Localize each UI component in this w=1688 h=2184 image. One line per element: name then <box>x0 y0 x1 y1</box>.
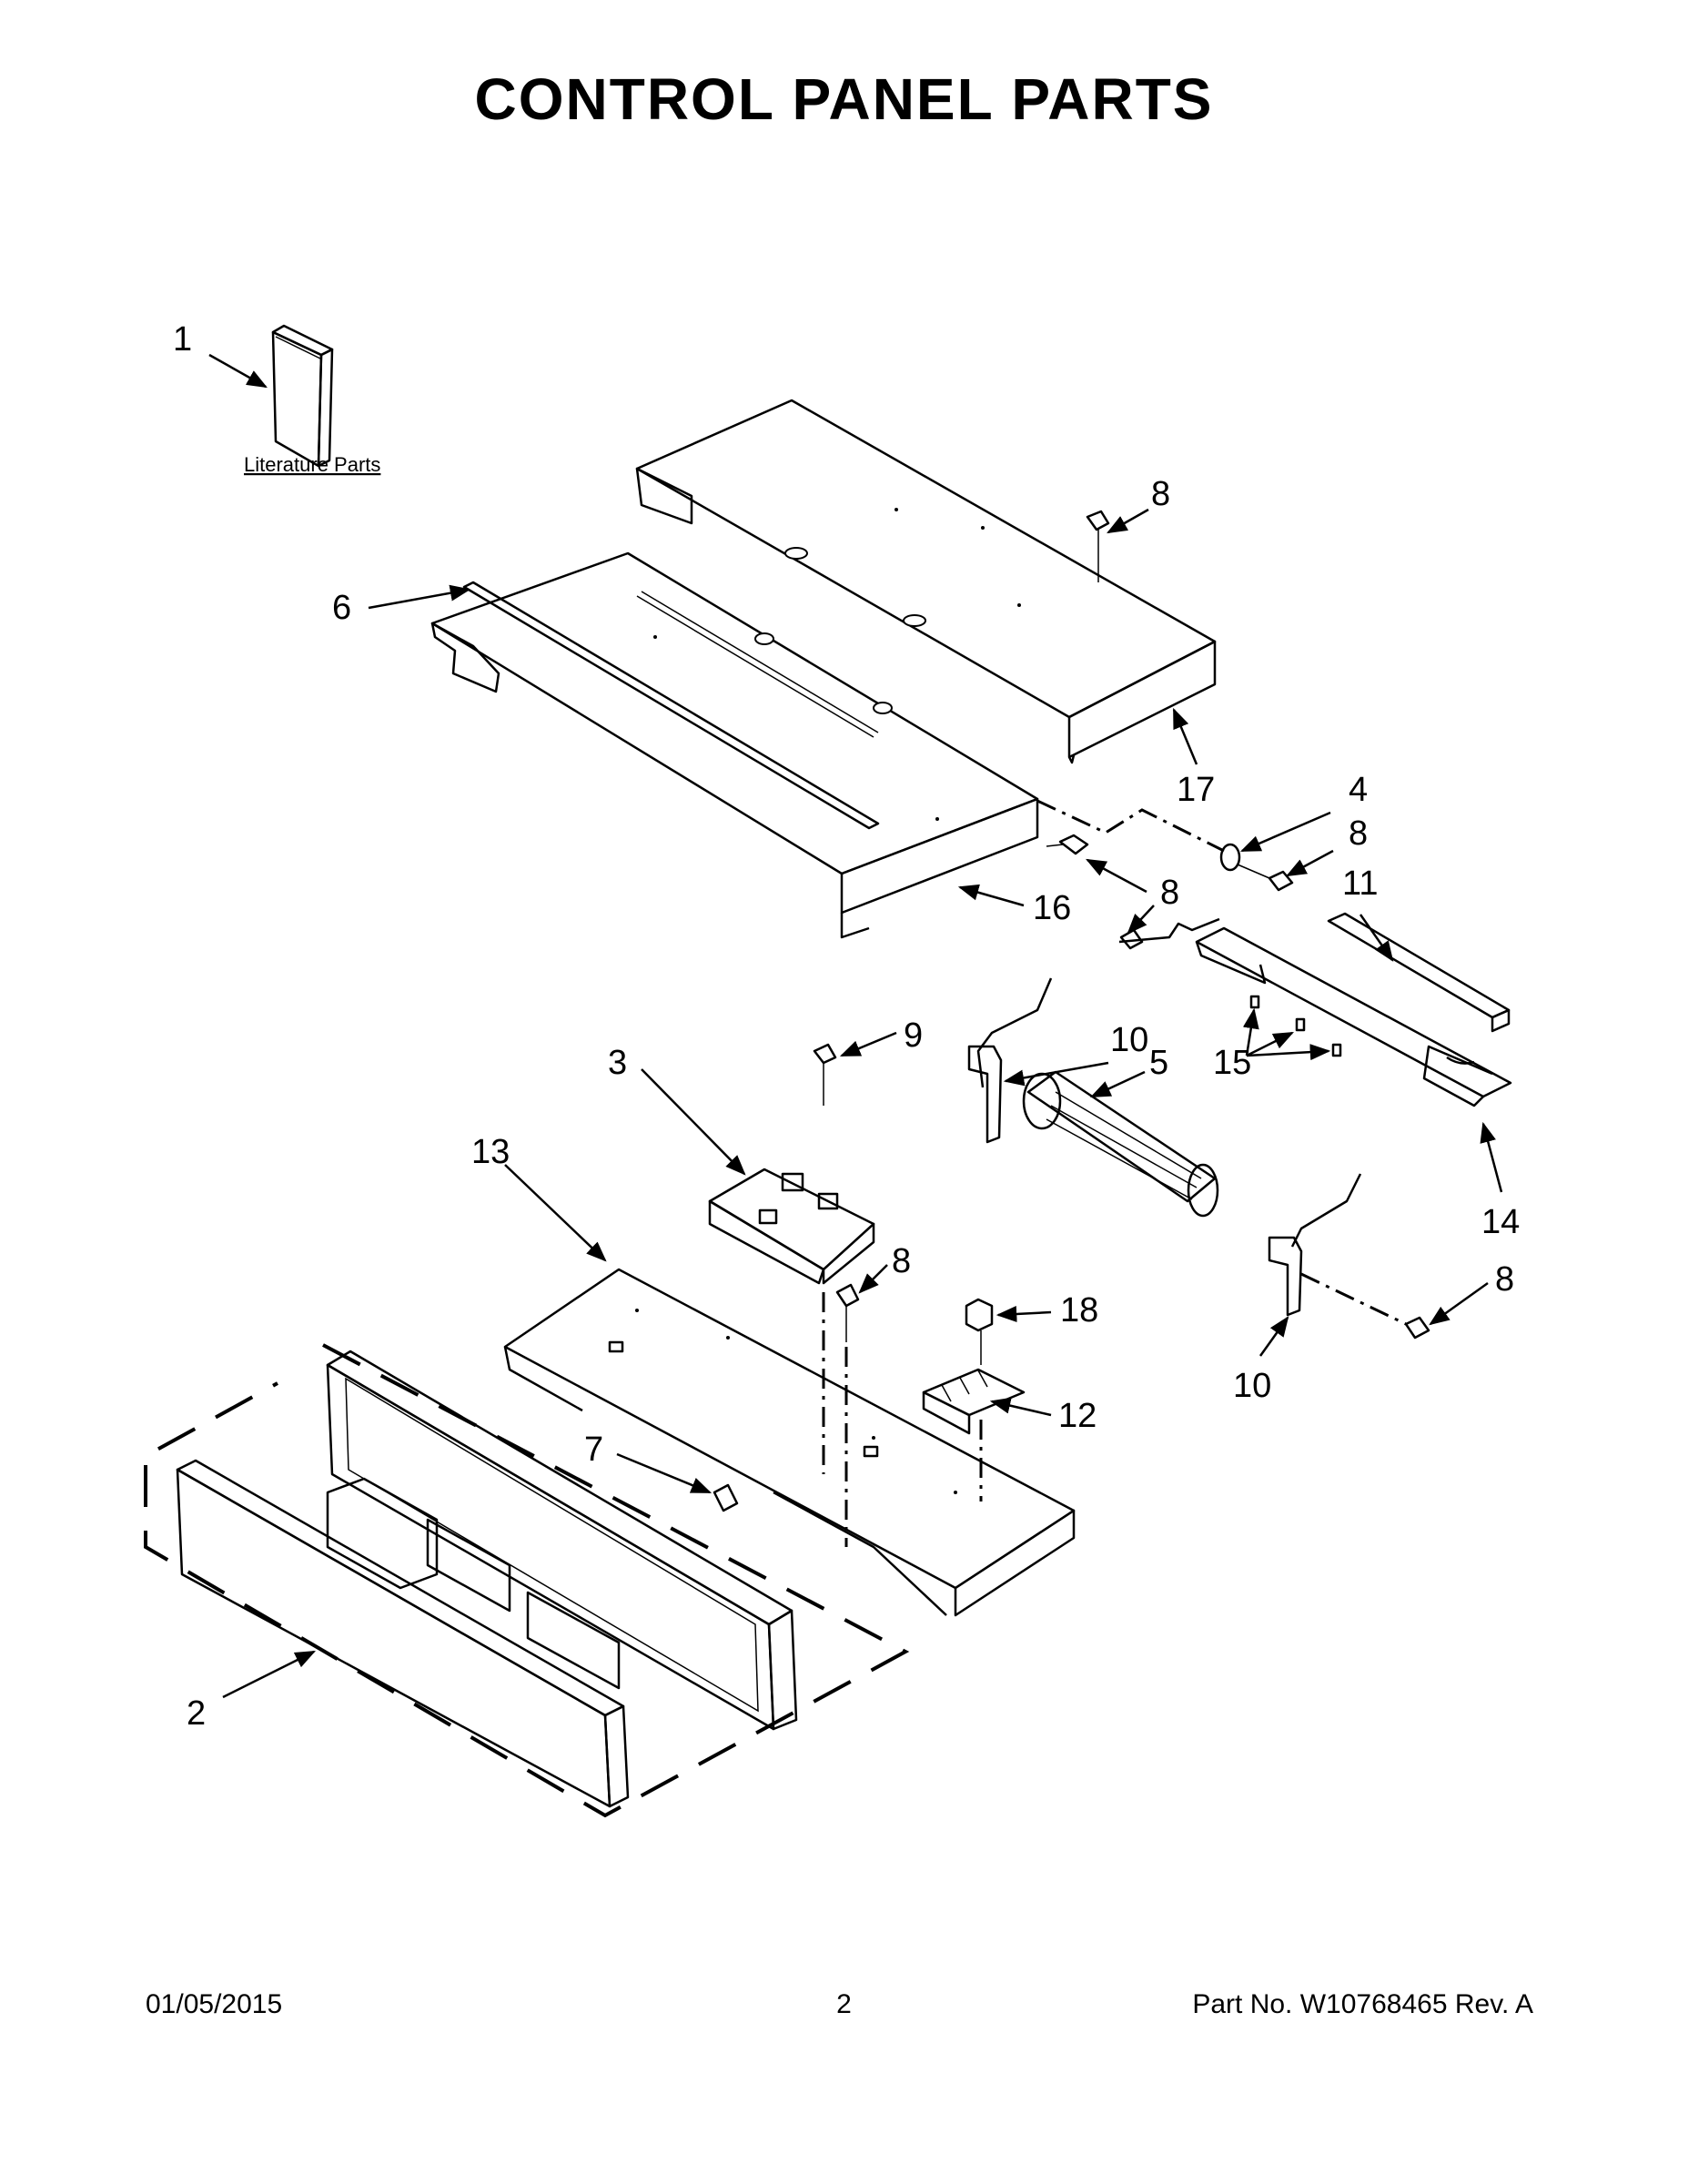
part-6-trim-strip <box>462 581 880 830</box>
callout-2: 2 <box>187 1694 206 1733</box>
callout-17: 17 <box>1177 771 1215 809</box>
callout-11: 11 <box>1342 864 1378 903</box>
part-7-clip <box>713 1483 739 1512</box>
callout-18: 18 <box>1060 1291 1098 1330</box>
callout-8-tray: 8 <box>1160 874 1179 912</box>
callout-10-upper: 10 <box>1110 1021 1148 1059</box>
callout-16: 16 <box>1033 889 1071 927</box>
callout-8-board: 8 <box>892 1242 911 1280</box>
callout-8-bracket: 8 <box>1495 1260 1514 1299</box>
part-16-control-tray <box>430 551 1039 939</box>
screw-8f <box>1404 1316 1430 1340</box>
part-13-control-plate <box>503 1268 1076 1617</box>
nut-18 <box>965 1298 994 1332</box>
callout-13: 13 <box>471 1133 510 1171</box>
footer-part-number: Part No. W10768465 Rev. A <box>1192 1989 1533 2019</box>
callout-4: 4 <box>1349 771 1368 809</box>
part-frame <box>326 1350 798 1731</box>
callout-14: 14 <box>1481 1203 1520 1241</box>
screw-8b <box>1046 834 1089 855</box>
screw-8d <box>1119 928 1144 950</box>
literature-booklet <box>271 324 334 468</box>
screw-8c <box>1268 870 1294 892</box>
callout-1: 1 <box>173 320 192 359</box>
part-17-rear-cover <box>635 399 1217 764</box>
part-keypad <box>326 1477 621 1690</box>
callout-5: 5 <box>1149 1044 1168 1082</box>
leader-lines <box>208 353 1503 1699</box>
footer-page-number: 2 <box>836 1989 852 2019</box>
callout-15: 15 <box>1213 1044 1251 1082</box>
footer-date: 01/05/2015 <box>146 1989 283 2019</box>
part-2-glass-panel <box>176 1459 630 1808</box>
literature-parts-label: Literature Parts <box>244 453 380 476</box>
part-11-strip <box>1327 912 1511 1033</box>
washer-4 <box>1219 843 1241 872</box>
part-10-bracket-upper <box>967 977 1053 1144</box>
part-12-terminal-block <box>922 1368 1026 1435</box>
callout-8-top: 8 <box>1151 475 1170 513</box>
callout-10-lower: 10 <box>1233 1367 1271 1405</box>
part-14-bracket <box>1195 926 1512 1107</box>
callout-9: 9 <box>904 1016 923 1055</box>
part-10-bracket-lower <box>1268 1173 1362 1317</box>
callout-12: 12 <box>1058 1397 1097 1435</box>
callout-6: 6 <box>332 589 351 627</box>
page-title: CONTROL PANEL PARTS <box>474 66 1214 132</box>
callout-8-washer: 8 <box>1349 814 1368 853</box>
callout-3: 3 <box>608 1044 627 1082</box>
screw-8e <box>835 1283 860 1308</box>
part-15-clips <box>1249 995 1342 1057</box>
part-3-control-board <box>708 1168 875 1285</box>
screw-9 <box>813 1043 837 1065</box>
callout-7: 7 <box>584 1431 603 1469</box>
part-5-blower-fan <box>1022 1070 1219 1218</box>
assembly-outline <box>144 1343 910 1818</box>
